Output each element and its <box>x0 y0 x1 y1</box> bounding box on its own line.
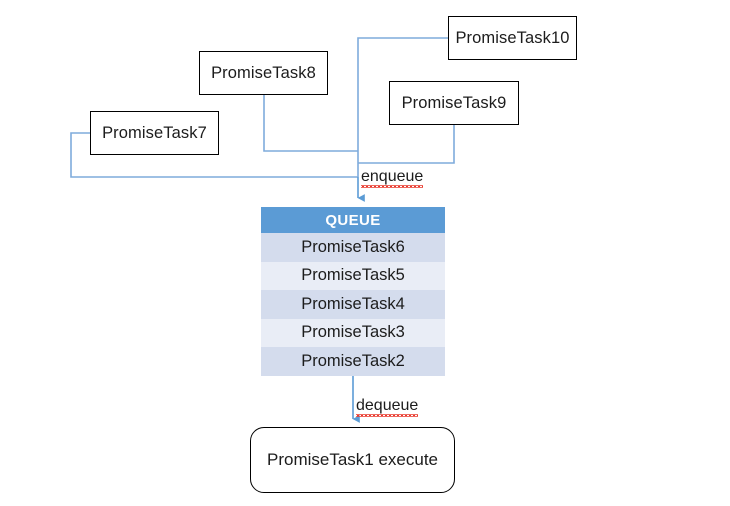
queue-item-label: PromiseTask3 <box>301 323 405 342</box>
task-box-promisetask7[interactable]: PromiseTask7 <box>90 111 219 155</box>
queue-header: QUEUE <box>261 207 445 233</box>
queue-item[interactable]: PromiseTask2 <box>261 347 445 376</box>
task-box-label: PromiseTask10 <box>455 28 570 47</box>
queue-item[interactable]: PromiseTask4 <box>261 290 445 319</box>
queue-item[interactable]: PromiseTask5 <box>261 261 445 290</box>
queue-container: QUEUE PromiseTask6 PromiseTask5 PromiseT… <box>261 207 445 376</box>
dequeue-label: dequeue <box>356 397 419 417</box>
connector-promisetask9 <box>358 125 455 164</box>
task-box-promisetask8[interactable]: PromiseTask8 <box>199 51 328 95</box>
queue-item-label: PromiseTask4 <box>301 294 405 313</box>
enqueue-label: enqueue <box>361 168 424 188</box>
task-box-label: PromiseTask7 <box>102 123 207 142</box>
execute-box-label: PromiseTask1 execute <box>266 450 439 469</box>
task-box-promisetask9[interactable]: PromiseTask9 <box>389 81 519 125</box>
queue-item-label: PromiseTask6 <box>301 237 405 256</box>
execute-box[interactable]: PromiseTask1 execute <box>250 427 455 493</box>
task-box-promisetask10[interactable]: PromiseTask10 <box>448 16 577 60</box>
queue-item[interactable]: PromiseTask3 <box>261 318 445 347</box>
connector-promisetask8 <box>263 95 358 152</box>
task-box-label: PromiseTask9 <box>401 93 507 112</box>
queue-item-label: PromiseTask2 <box>301 351 405 370</box>
task-box-label: PromiseTask8 <box>211 63 316 82</box>
queue-header-label: QUEUE <box>325 211 381 229</box>
queue-item[interactable]: PromiseTask6 <box>261 233 445 262</box>
queue-item-label: PromiseTask5 <box>301 266 405 285</box>
